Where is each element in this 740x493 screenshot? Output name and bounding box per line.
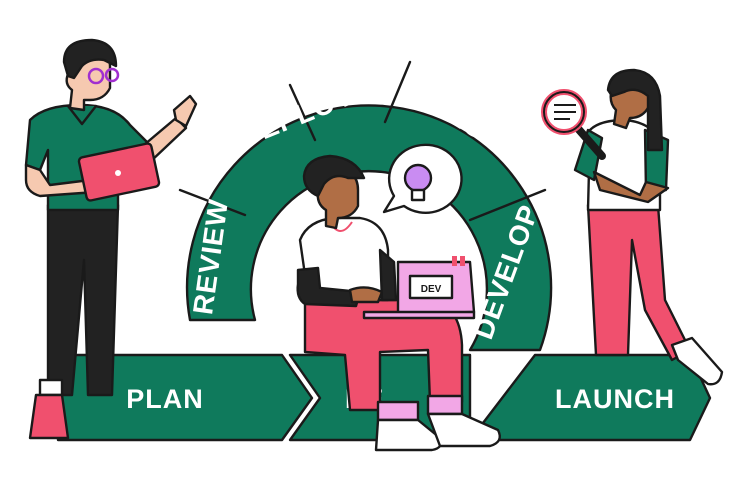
person-center: DEV <box>296 143 501 452</box>
laptop-icon: DEV <box>362 256 476 320</box>
laptop-sticker-text: DEV <box>421 284 442 295</box>
bottom-band <box>56 353 712 442</box>
magnifier-icon <box>541 89 606 160</box>
person-right <box>541 68 724 386</box>
person-left <box>24 38 198 440</box>
stage-label-launch: LAUNCH <box>555 384 675 414</box>
lightbulb-icon <box>403 163 433 202</box>
stage-label-plan: PLAN <box>126 384 204 414</box>
